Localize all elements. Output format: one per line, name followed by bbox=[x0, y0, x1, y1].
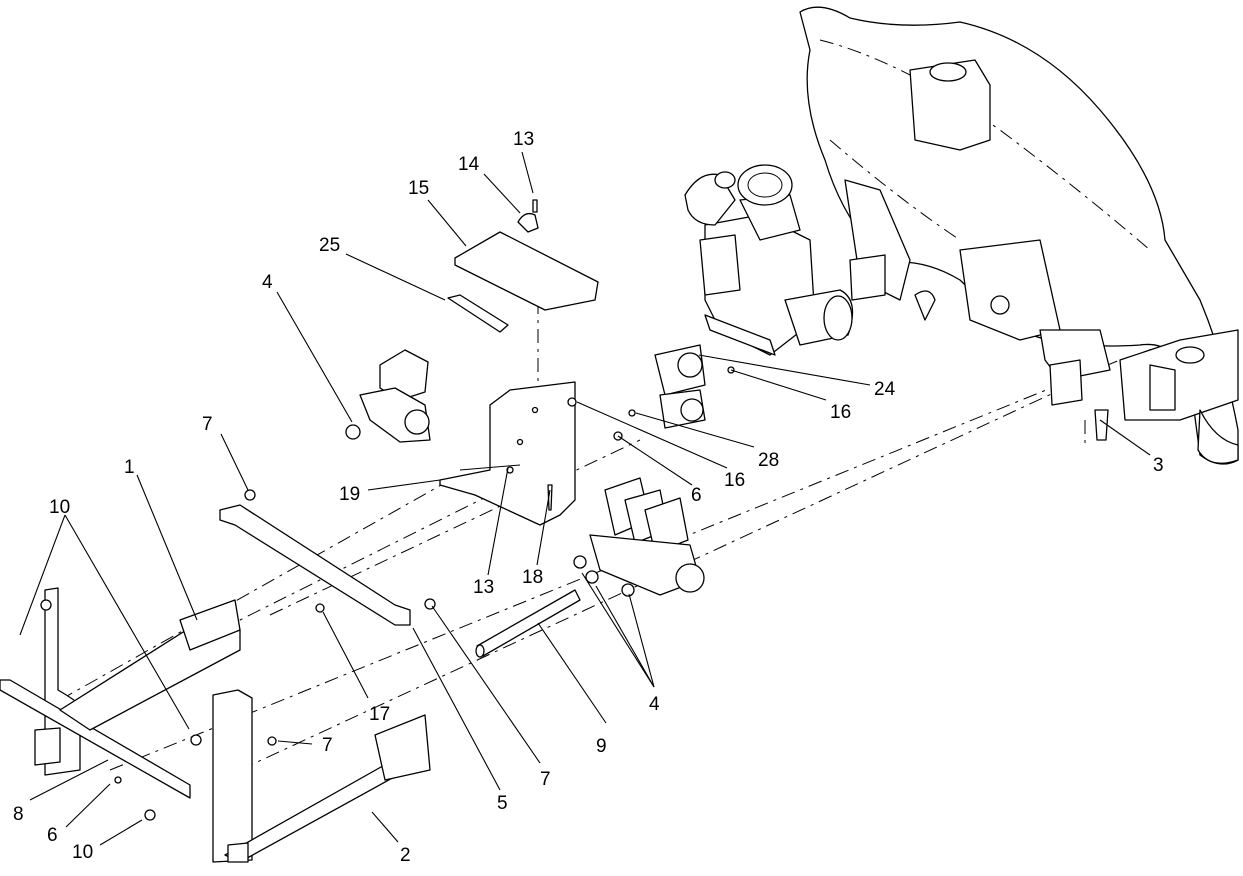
callout-5: 5 bbox=[497, 793, 508, 814]
callout-2: 2 bbox=[400, 845, 411, 866]
callout-19: 19 bbox=[339, 484, 360, 505]
spray-tank bbox=[799, 6, 1239, 465]
callout-4-lower: 4 bbox=[649, 694, 660, 715]
mounting-plate bbox=[439, 381, 623, 526]
callout-13-lower: 13 bbox=[473, 577, 494, 598]
valve-upper bbox=[345, 349, 431, 443]
frame-left bbox=[0, 587, 241, 821]
valve-manifold-triple bbox=[573, 477, 705, 597]
leader-lines bbox=[19, 151, 1151, 846]
callout-6-right: 6 bbox=[691, 485, 702, 506]
callout-7-lower: 7 bbox=[540, 769, 551, 790]
callout-9: 9 bbox=[596, 736, 607, 757]
callout-15: 15 bbox=[408, 178, 429, 199]
pump-assembly bbox=[684, 164, 854, 356]
callout-14: 14 bbox=[458, 154, 480, 175]
callout-1: 1 bbox=[124, 457, 135, 478]
callout-18: 18 bbox=[522, 567, 543, 588]
callout-28: 28 bbox=[758, 450, 779, 471]
callout-7-mid: 7 bbox=[322, 735, 333, 756]
callout-8: 8 bbox=[13, 804, 24, 825]
tube bbox=[475, 589, 581, 658]
callout-16-upper: 16 bbox=[830, 402, 851, 423]
callout-7-top: 7 bbox=[202, 414, 213, 435]
callout-4-upper: 4 bbox=[262, 272, 273, 293]
callout-3: 3 bbox=[1153, 455, 1164, 476]
callout-10-top: 10 bbox=[49, 497, 70, 518]
callout-16-lower: 16 bbox=[724, 470, 745, 491]
callout-13-top: 13 bbox=[513, 129, 534, 150]
callout-24: 24 bbox=[874, 379, 896, 400]
callout-10-bottom: 10 bbox=[72, 842, 93, 863]
callout-17: 17 bbox=[369, 704, 390, 725]
bracket bbox=[219, 489, 436, 626]
callout-labels: 13 14 15 25 4 24 16 28 16 3 7 1 10 19 6 … bbox=[13, 129, 1164, 866]
callout-6-left: 6 bbox=[47, 825, 58, 846]
callout-25: 25 bbox=[319, 235, 340, 256]
shield-cover bbox=[447, 199, 599, 333]
frame-right bbox=[212, 689, 431, 863]
valve-manifold-small bbox=[628, 344, 735, 429]
